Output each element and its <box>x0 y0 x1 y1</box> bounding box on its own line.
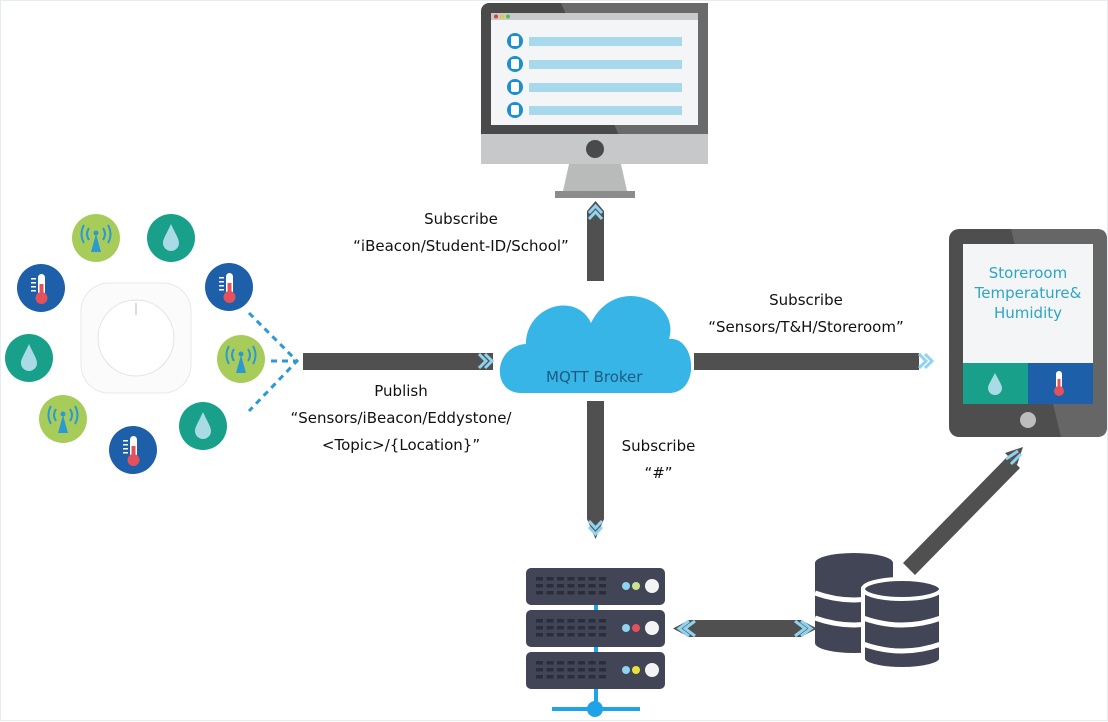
broker-label: MQTT Broker <box>546 368 643 386</box>
humidity-sensor-icon <box>179 402 227 450</box>
flow-topic: “iBeacon/Student-ID/School” <box>353 237 569 255</box>
humidity-icon <box>988 373 1002 395</box>
list-row <box>507 102 682 118</box>
desktop-list <box>507 33 682 118</box>
arrow-publish <box>303 352 494 370</box>
flow-topic: “#” <box>644 464 673 482</box>
beacon-sensor-icon <box>39 395 87 443</box>
subscribe-desktop-label: Subscribe “iBeacon/Student-ID/School” <box>331 206 591 260</box>
thermometer-sensor-icon <box>205 263 253 311</box>
tablet-title-line: Humidity <box>993 304 1062 322</box>
subscribe-tablet-label: Subscribe “Sensors/T&H/Storeroom” <box>681 287 931 341</box>
beacon-sensor-icon <box>72 214 120 262</box>
gateway-device <box>80 282 192 394</box>
list-row <box>507 33 682 49</box>
server-unit <box>526 568 665 605</box>
arrow-broker-to-desktop <box>587 201 604 281</box>
tablet-title-line: Temperature& <box>974 284 1082 302</box>
mqtt-broker-cloud <box>499 296 692 393</box>
flow-action: Subscribe <box>621 437 696 455</box>
tablet-device <box>949 229 1107 437</box>
list-row <box>507 79 682 95</box>
flow-action: Subscribe <box>769 291 843 309</box>
humidity-sensor-icon <box>5 334 53 382</box>
sensor-ring <box>5 214 265 474</box>
arrow-database-to-tablet <box>903 447 1023 575</box>
arrow-broker-to-server <box>587 401 604 539</box>
flow-action: Publish <box>374 382 428 400</box>
tablet-title-line: Storeroom <box>988 264 1068 282</box>
thermometer-sensor-icon <box>109 426 157 474</box>
flow-topic: “Sensors/T&H/Storeroom” <box>708 318 904 336</box>
server-unit <box>526 610 665 647</box>
list-row <box>507 56 682 72</box>
tablet-title: Storeroom Temperature& Humidity <box>963 263 1093 323</box>
humidity-sensor-icon <box>147 214 195 262</box>
publish-label: Publish “Sensors/iBeacon/Eddystone/ <Top… <box>271 378 531 459</box>
database-icon <box>814 553 943 671</box>
flow-action: Subscribe <box>424 210 498 228</box>
flow-topic: <Topic>/{Location}” <box>321 436 481 454</box>
dashed-signal-lines <box>247 311 300 413</box>
subscribe-server-label: Subscribe “#” <box>601 433 716 487</box>
arrow-broker-to-tablet <box>694 352 934 370</box>
beacon-sensor-icon <box>217 335 265 383</box>
server-rack <box>526 568 665 717</box>
flow-topic: “Sensors/iBeacon/Eddystone/ <box>290 409 512 427</box>
thermometer-sensor-icon <box>17 264 65 312</box>
desktop-monitor <box>481 3 708 198</box>
server-unit <box>526 652 665 689</box>
arrow-server-database <box>673 619 817 638</box>
